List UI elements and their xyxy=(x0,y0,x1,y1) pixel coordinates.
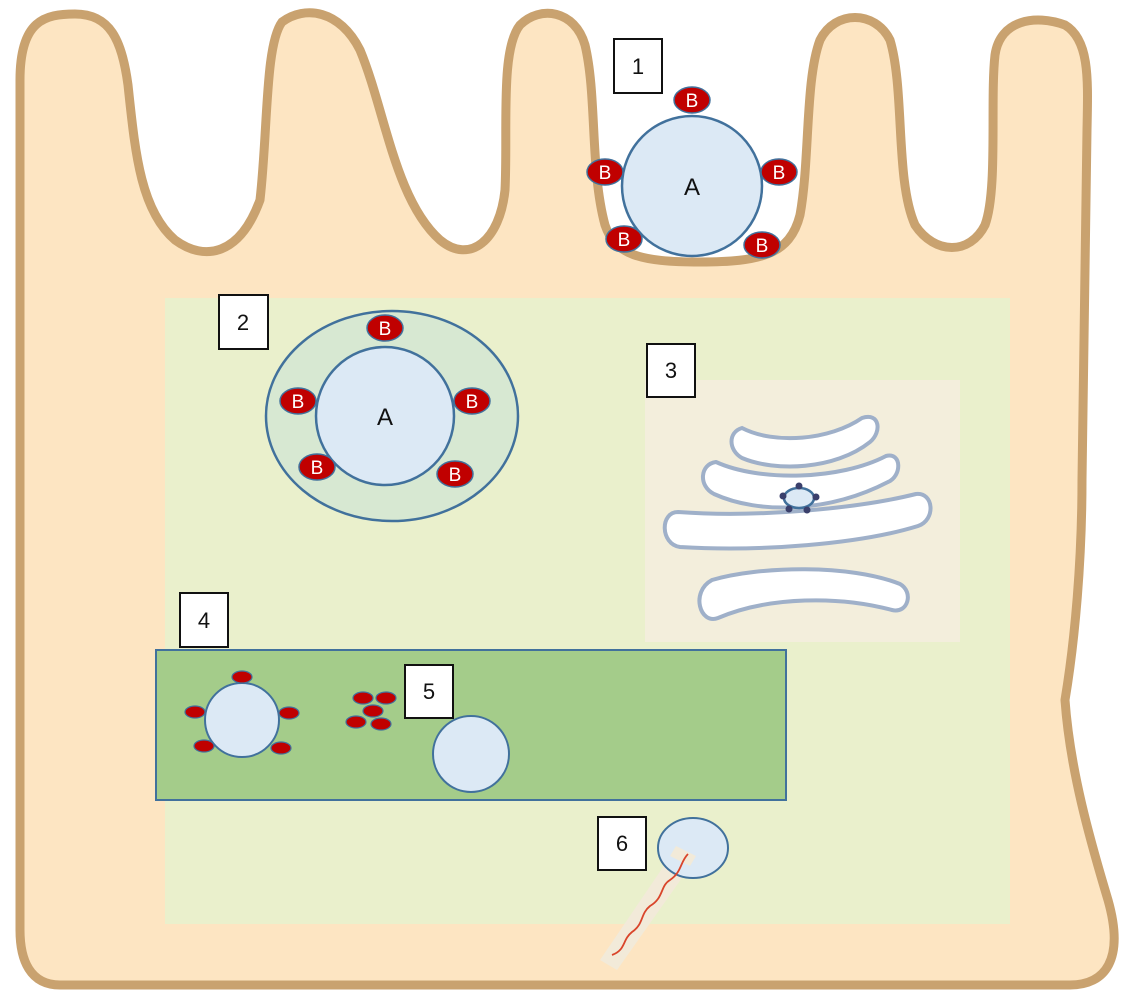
receptor xyxy=(353,692,373,704)
receptor xyxy=(232,671,252,683)
receptor xyxy=(363,705,383,717)
receptor-label: B xyxy=(686,91,699,112)
receptor-label: B xyxy=(449,465,462,486)
step-number: 6 xyxy=(616,831,628,856)
vesicle xyxy=(433,716,509,792)
receptor-label: B xyxy=(379,319,392,340)
receptor xyxy=(271,742,291,754)
receptor-label: B xyxy=(599,163,612,184)
receptor: B xyxy=(437,461,473,487)
receptor: B xyxy=(454,388,490,414)
receptor xyxy=(279,707,299,719)
step-number: 2 xyxy=(237,310,249,335)
receptor xyxy=(376,692,396,704)
receptor-label: B xyxy=(292,392,305,413)
golgi-vesicle-receptor xyxy=(786,506,793,513)
receptor: B xyxy=(744,232,780,258)
step-label-2: 2 xyxy=(219,295,268,349)
step-number: 1 xyxy=(632,54,644,79)
receptor: B xyxy=(587,159,623,185)
transport-vesicle xyxy=(658,818,728,878)
receptor xyxy=(371,718,391,730)
cargo-label: A xyxy=(684,174,700,201)
receptor-label: B xyxy=(756,236,769,257)
receptor-label: B xyxy=(311,458,324,479)
receptor: B xyxy=(606,226,642,252)
vesicle xyxy=(205,683,279,757)
receptor: B xyxy=(761,159,797,185)
golgi-vesicle-receptor xyxy=(813,494,820,501)
cargo-label: A xyxy=(377,404,393,431)
receptor-label: B xyxy=(618,230,631,251)
step-number: 5 xyxy=(423,679,435,704)
step-label-5: 5 xyxy=(405,665,453,718)
receptor: B xyxy=(674,87,710,113)
surface-complex: A B B B B B xyxy=(587,87,797,258)
step-label-4: 4 xyxy=(180,593,228,647)
golgi-vesicle-receptor xyxy=(780,493,787,500)
step-number: 4 xyxy=(198,608,210,633)
golgi-vesicle-receptor xyxy=(804,507,811,514)
step-label-3: 3 xyxy=(647,344,695,397)
receptor xyxy=(194,740,214,752)
receptor: B xyxy=(299,454,335,480)
receptor xyxy=(185,706,205,718)
golgi-vesicle-receptor xyxy=(796,483,803,490)
receptor: B xyxy=(367,315,403,341)
receptor-label: B xyxy=(466,392,479,413)
step-label-1: 1 xyxy=(614,39,662,93)
step-number: 3 xyxy=(665,358,677,383)
endosome-complex: A B B B B B xyxy=(266,311,518,521)
golgi-vesicle xyxy=(784,488,814,508)
receptor: B xyxy=(280,388,316,414)
receptor-label: B xyxy=(773,163,786,184)
step-label-6: 6 xyxy=(598,817,646,870)
receptor xyxy=(346,716,366,728)
